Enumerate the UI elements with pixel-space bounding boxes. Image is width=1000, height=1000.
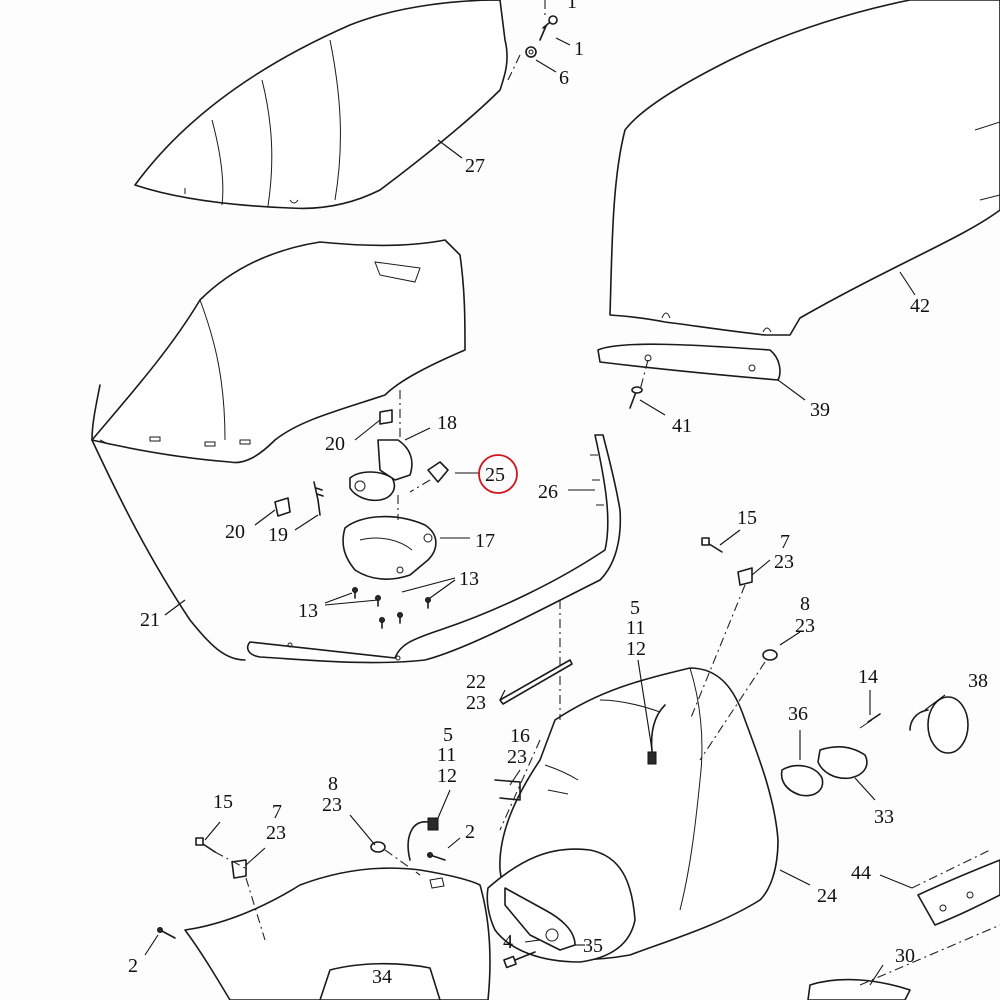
cover-panel-part[interactable]: [486, 848, 636, 963]
callout-18: 18: [437, 412, 457, 434]
callout-5-a: 5: [630, 597, 640, 619]
callout-19: 19: [268, 524, 288, 546]
clip-part-20a[interactable]: [379, 409, 393, 425]
bracket-part-30[interactable]: [807, 978, 911, 1000]
callout-16: 16: [510, 725, 530, 747]
screw-part-15a[interactable]: [701, 537, 723, 553]
inner-fairing-upper-part[interactable]: [91, 239, 466, 464]
callout-41: 41: [672, 415, 692, 437]
connector-part-5b[interactable]: [407, 817, 439, 861]
curved-trim-part-26[interactable]: [246, 434, 622, 664]
spring-part-19[interactable]: [313, 481, 324, 516]
latch-part-25[interactable]: [427, 461, 449, 483]
bracket-part-44[interactable]: [917, 859, 1000, 926]
gasket-part-36[interactable]: [780, 764, 824, 797]
callout-35: 35: [583, 935, 603, 957]
callout-23-a: 23: [774, 551, 794, 573]
washer-part-6[interactable]: [525, 46, 537, 58]
screw-part-2a[interactable]: [427, 852, 446, 861]
leader-lines: [144, 37, 946, 986]
callout-23-c: 23: [466, 692, 486, 714]
callout-20-a: 20: [325, 433, 345, 455]
trim-strip-part[interactable]: [597, 343, 781, 381]
callout-7-a: 7: [780, 531, 790, 553]
clip-part-16[interactable]: [494, 779, 521, 801]
callout-21: 21: [140, 609, 160, 631]
callout-1: 1: [574, 38, 584, 60]
clip-part-7b[interactable]: [231, 859, 247, 879]
callout-2-b: 2: [128, 955, 138, 977]
callout-27: 27: [465, 155, 485, 177]
callout-4: 4: [503, 931, 513, 953]
callout-22: 22: [466, 671, 486, 693]
callout-12-b: 12: [437, 765, 457, 787]
callout-44: 44: [851, 862, 871, 884]
signal-mount-part-33[interactable]: [817, 745, 868, 780]
callout-24: 24: [817, 885, 837, 907]
callout-7-b: 7: [272, 801, 282, 823]
callout-12-a: 12: [626, 638, 646, 660]
callout-1-top: 1: [567, 0, 577, 13]
callout-23-b: 23: [795, 615, 815, 637]
windshield-left-part[interactable]: [134, 0, 508, 210]
actuator-part[interactable]: [349, 471, 396, 502]
callout-23-d: 23: [507, 746, 527, 768]
bracket-part-35[interactable]: [504, 887, 576, 951]
bracket-part-34[interactable]: [319, 962, 441, 1000]
inner-fairing-part-21[interactable]: [91, 384, 246, 661]
callout-34: 34: [372, 966, 392, 988]
bracket-part-18[interactable]: [377, 439, 413, 481]
callout-11-b: 11: [437, 744, 456, 766]
screw-part-13[interactable]: [352, 587, 431, 629]
callout-42: 42: [910, 295, 930, 317]
screw-part-1[interactable]: [539, 15, 558, 41]
signal-lamp-part-38[interactable]: [909, 696, 969, 754]
callout-23-f: 23: [266, 822, 286, 844]
callout-36: 36: [788, 703, 808, 725]
bolt-part-4[interactable]: [503, 951, 536, 969]
callout-5-b: 5: [443, 724, 453, 746]
callout-11-a: 11: [626, 617, 645, 639]
callout-8-a: 8: [800, 593, 810, 615]
callout-15-a: 15: [737, 507, 757, 529]
screw-part-41[interactable]: [629, 386, 643, 409]
callout-20-b: 20: [225, 521, 245, 543]
screw-part-2b[interactable]: [157, 927, 176, 939]
callout-14: 14: [858, 666, 878, 688]
callout-13-b: 13: [298, 600, 318, 622]
callout-15-b: 15: [213, 791, 233, 813]
screw-part-14[interactable]: [859, 713, 881, 729]
callout-25: 25: [485, 464, 505, 486]
clip-part-7a[interactable]: [737, 567, 753, 586]
tie-strap-part-22[interactable]: [499, 659, 573, 705]
callout-labels: 1 1 6 27 42 39 41 18 20 25 26 20 19 17 1…: [128, 0, 988, 988]
mechanism-part-17[interactable]: [342, 515, 437, 580]
grommet-part-8a[interactable]: [762, 649, 778, 661]
callout-30: 30: [895, 945, 915, 967]
callout-2-a: 2: [465, 821, 475, 843]
clip-part-20b[interactable]: [274, 497, 291, 517]
callout-23-e: 23: [322, 794, 342, 816]
callout-17: 17: [475, 530, 495, 552]
windshield-right-part[interactable]: [609, 0, 1000, 336]
screw-part-15b[interactable]: [195, 837, 216, 853]
callout-39: 39: [810, 399, 830, 421]
callout-13-a: 13: [459, 568, 479, 590]
callout-8-b: 8: [328, 773, 338, 795]
callout-highlight-circle: [478, 454, 518, 494]
callout-33: 33: [874, 806, 894, 828]
callout-38: 38: [968, 670, 988, 692]
callout-6: 6: [559, 67, 569, 89]
callout-26: 26: [538, 481, 558, 503]
